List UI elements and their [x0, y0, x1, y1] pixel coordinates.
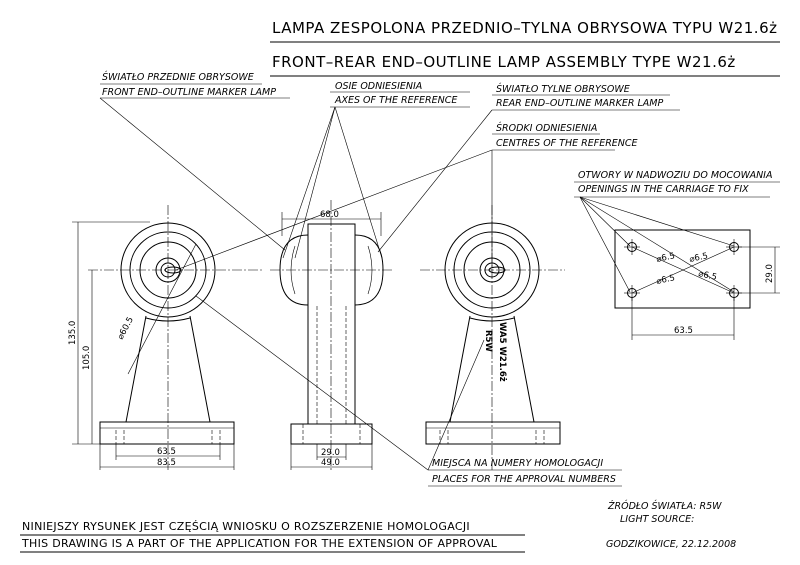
base-hidden — [302, 424, 361, 444]
leader-line — [294, 106, 336, 259]
light-source-en: LIGHT SOURCE: — [620, 514, 694, 525]
dim-holes-horizontal: 63.5 — [674, 326, 693, 336]
base-outline — [99, 421, 235, 445]
note-english: THIS DRAWING IS A PART OF THE APPLICATIO… — [21, 537, 498, 550]
mounting-holes-view: ⌀6.5 ⌀6.5 ⌀6.5 ⌀6.5 29.0 63.5 — [614, 229, 780, 340]
stem-outline — [469, 317, 515, 322]
side-view: 68.0 29.0 49.0 — [270, 200, 392, 470]
leader-line — [579, 196, 735, 293]
leader-line — [282, 106, 336, 259]
dim-base-inner: 63.5 — [157, 447, 176, 457]
dim-side-top: 68.0 — [320, 210, 339, 220]
rear-view: WA5 W21.6ż R5W — [420, 205, 565, 470]
callout-front-lamp: ŚWIATŁO PRZEDNIE OBRYSOWE FRONT END–OUTL… — [99, 71, 290, 251]
leader-line — [334, 106, 383, 259]
approval-label-pl: MIEJSCA NA NUMERY HOMOLOGACJI — [432, 458, 603, 469]
openings-label-en: OPENINGS IN THE CARRIAGE TO FIX — [578, 184, 749, 195]
rear-lamp-label-pl: ŚWIATŁO TYLNE OBRYSOWE — [496, 83, 630, 95]
base-outline — [290, 423, 373, 445]
dim-hole-diameter: ⌀6.5 — [656, 273, 676, 287]
title-block: LAMPA ZESPOLONA PRZEDNIO–TYLNA OBRYSOWA … — [270, 19, 780, 77]
dim-height-total: 135.0 — [68, 321, 78, 345]
centres-label-en: CENTRES OF THE REFERENCE — [496, 138, 638, 149]
title-english: FRONT–REAR END–OUTLINE LAMP ASSEMBLY TYP… — [272, 53, 736, 71]
leader-line — [127, 243, 197, 375]
stem-outline — [125, 315, 211, 423]
dim-hole-diameter: ⌀6.5 — [689, 251, 709, 265]
dim-side-post: 29.0 — [321, 448, 340, 458]
dim-side-base: 49.0 — [321, 458, 340, 468]
leader-line — [175, 149, 493, 271]
leader-line — [579, 196, 631, 247]
place-date: GODZIKOWICE, 22.12.2008 — [606, 539, 736, 550]
front-view: 135.0 105.0 ⌀60.5 63.5 83.5 — [68, 205, 262, 470]
base-holes-hidden — [439, 430, 545, 444]
dim-height-axis: 105.0 — [82, 346, 92, 370]
dim-hole-diameter: ⌀6.5 — [656, 251, 676, 265]
approval-label-en: PLACES FOR THE APPROVAL NUMBERS — [432, 474, 616, 485]
light-source-pl: ŹRÓDŁO ŚWIATŁA: R5W — [607, 500, 722, 512]
footer: NINIEJSZY RYSUNEK JEST CZĘŚCIĄ WNIOSKU O… — [20, 500, 736, 553]
leader-line — [427, 339, 485, 471]
base-outline — [425, 421, 561, 445]
leader-line — [579, 196, 735, 247]
body-outline — [307, 223, 356, 425]
openings-label-pl: OTWORY W NADWOZIU DO MOCOWANIA — [578, 170, 773, 181]
callout-axes: OSIE ODNIESIENIA AXES OF THE REFERENCE — [282, 81, 470, 259]
approval-marking-line2: R5W — [483, 330, 493, 352]
title-polish: LAMPA ZESPOLONA PRZEDNIO–TYLNA OBRYSOWA … — [272, 19, 778, 37]
dim-holes-vertical: 29.0 — [765, 264, 775, 283]
dim-base-outer: 83.5 — [157, 458, 176, 468]
stem-outline — [449, 315, 535, 423]
leader-line — [195, 295, 429, 471]
axes-label-pl: OSIE ODNIESIENIA — [335, 81, 422, 92]
dim-hole-diameter: ⌀6.5 — [697, 269, 717, 283]
mounting-plate — [614, 229, 751, 309]
leader-line — [377, 109, 493, 253]
callout-rear-lamp: ŚWIATŁO TYLNE OBRYSOWE REAR END–OUTLINE … — [377, 83, 680, 253]
callout-approval: MIEJSCA NA NUMERY HOMOLOGACJI PLACES FOR… — [195, 295, 622, 487]
dim-lens-diameter: ⌀60.5 — [116, 315, 136, 341]
rear-lamp-label-en: REAR END–OUTLINE MARKER LAMP — [496, 98, 663, 109]
leader-line — [99, 97, 286, 251]
note-polish: NINIEJSZY RYSUNEK JEST CZĘŚCIĄ WNIOSKU O… — [22, 520, 470, 533]
base-holes-hidden — [115, 430, 221, 444]
approval-marking-line1: WA5 W21.6ż — [497, 322, 507, 382]
stem-outline — [145, 317, 191, 322]
diagonal-line — [631, 246, 735, 294]
centres-label-pl: ŚRODKI ODNIESIENIA — [496, 122, 597, 134]
front-lamp-label-en: FRONT END–OUTLINE MARKER LAMP — [102, 87, 276, 98]
front-lamp-label-pl: ŚWIATŁO PRZEDNIE OBRYSOWE — [102, 71, 254, 83]
callout-centres: ŚRODKI ODNIESIENIA CENTRES OF THE REFERE… — [175, 122, 638, 271]
axes-label-en: AXES OF THE REFERENCE — [334, 95, 457, 106]
callout-openings: OTWORY W NADWOZIU DO MOCOWANIA OPENINGS … — [574, 170, 780, 293]
leader-line — [579, 196, 631, 293]
